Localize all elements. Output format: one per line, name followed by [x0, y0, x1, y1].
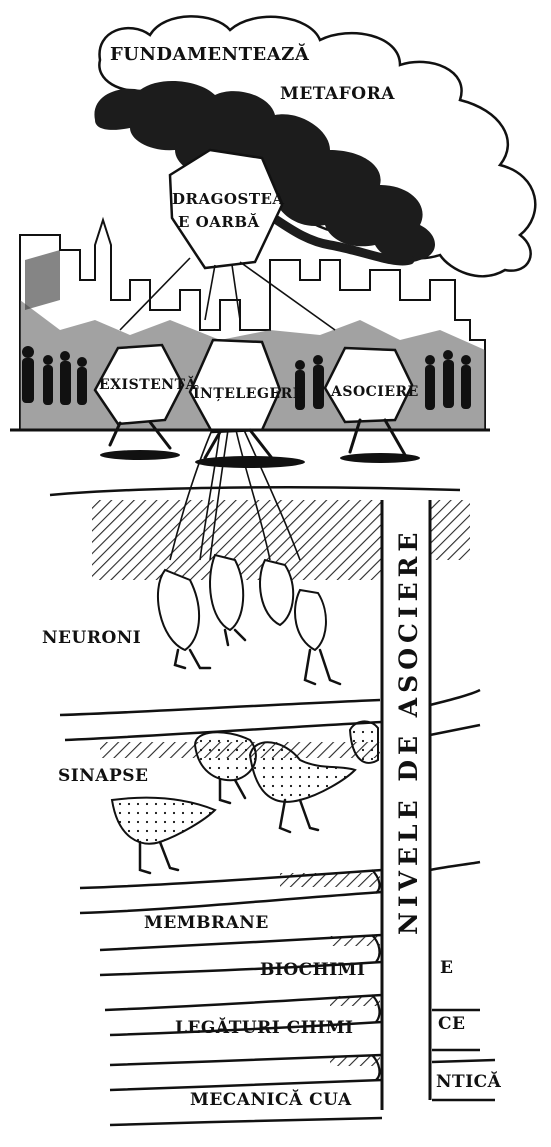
top-hexagon-label-line2: E OARBĂ — [178, 213, 260, 231]
hexagon-top — [170, 150, 282, 268]
level-neuroni: NEURONI — [42, 628, 141, 648]
hexagon-label-intelegere: ÎNȚELEGERE — [193, 386, 304, 402]
hexagon-label-asociere: ASOCIERE — [331, 384, 419, 400]
synapse-walkers — [112, 721, 378, 843]
right-fragment-ce: CE — [438, 1014, 466, 1034]
level-biochimi: BIOCHIMI — [260, 960, 365, 980]
right-fragment-ntica: NTICĂ — [436, 1072, 501, 1092]
cloud-label-line2: METAFORA — [280, 84, 395, 104]
shaft-label: NIVELE DE ASOCIERE — [394, 528, 423, 935]
cloud-label-line1: FUNDAMENTEAZĂ — [110, 44, 309, 65]
level-membrane: MEMBRANE — [144, 913, 269, 933]
right-fragment-e: E — [440, 958, 453, 978]
hexagon-label-existenta: EXISTENȚĂ — [99, 377, 197, 393]
level-legaturi: LEGĂTURI CHIMI — [175, 1018, 353, 1038]
level-sinapse: SINAPSE — [58, 766, 148, 786]
top-hexagon-label-line1: DRAGOSTEA — [172, 190, 285, 208]
level-mecanica: MECANICĂ CUA — [190, 1090, 352, 1110]
